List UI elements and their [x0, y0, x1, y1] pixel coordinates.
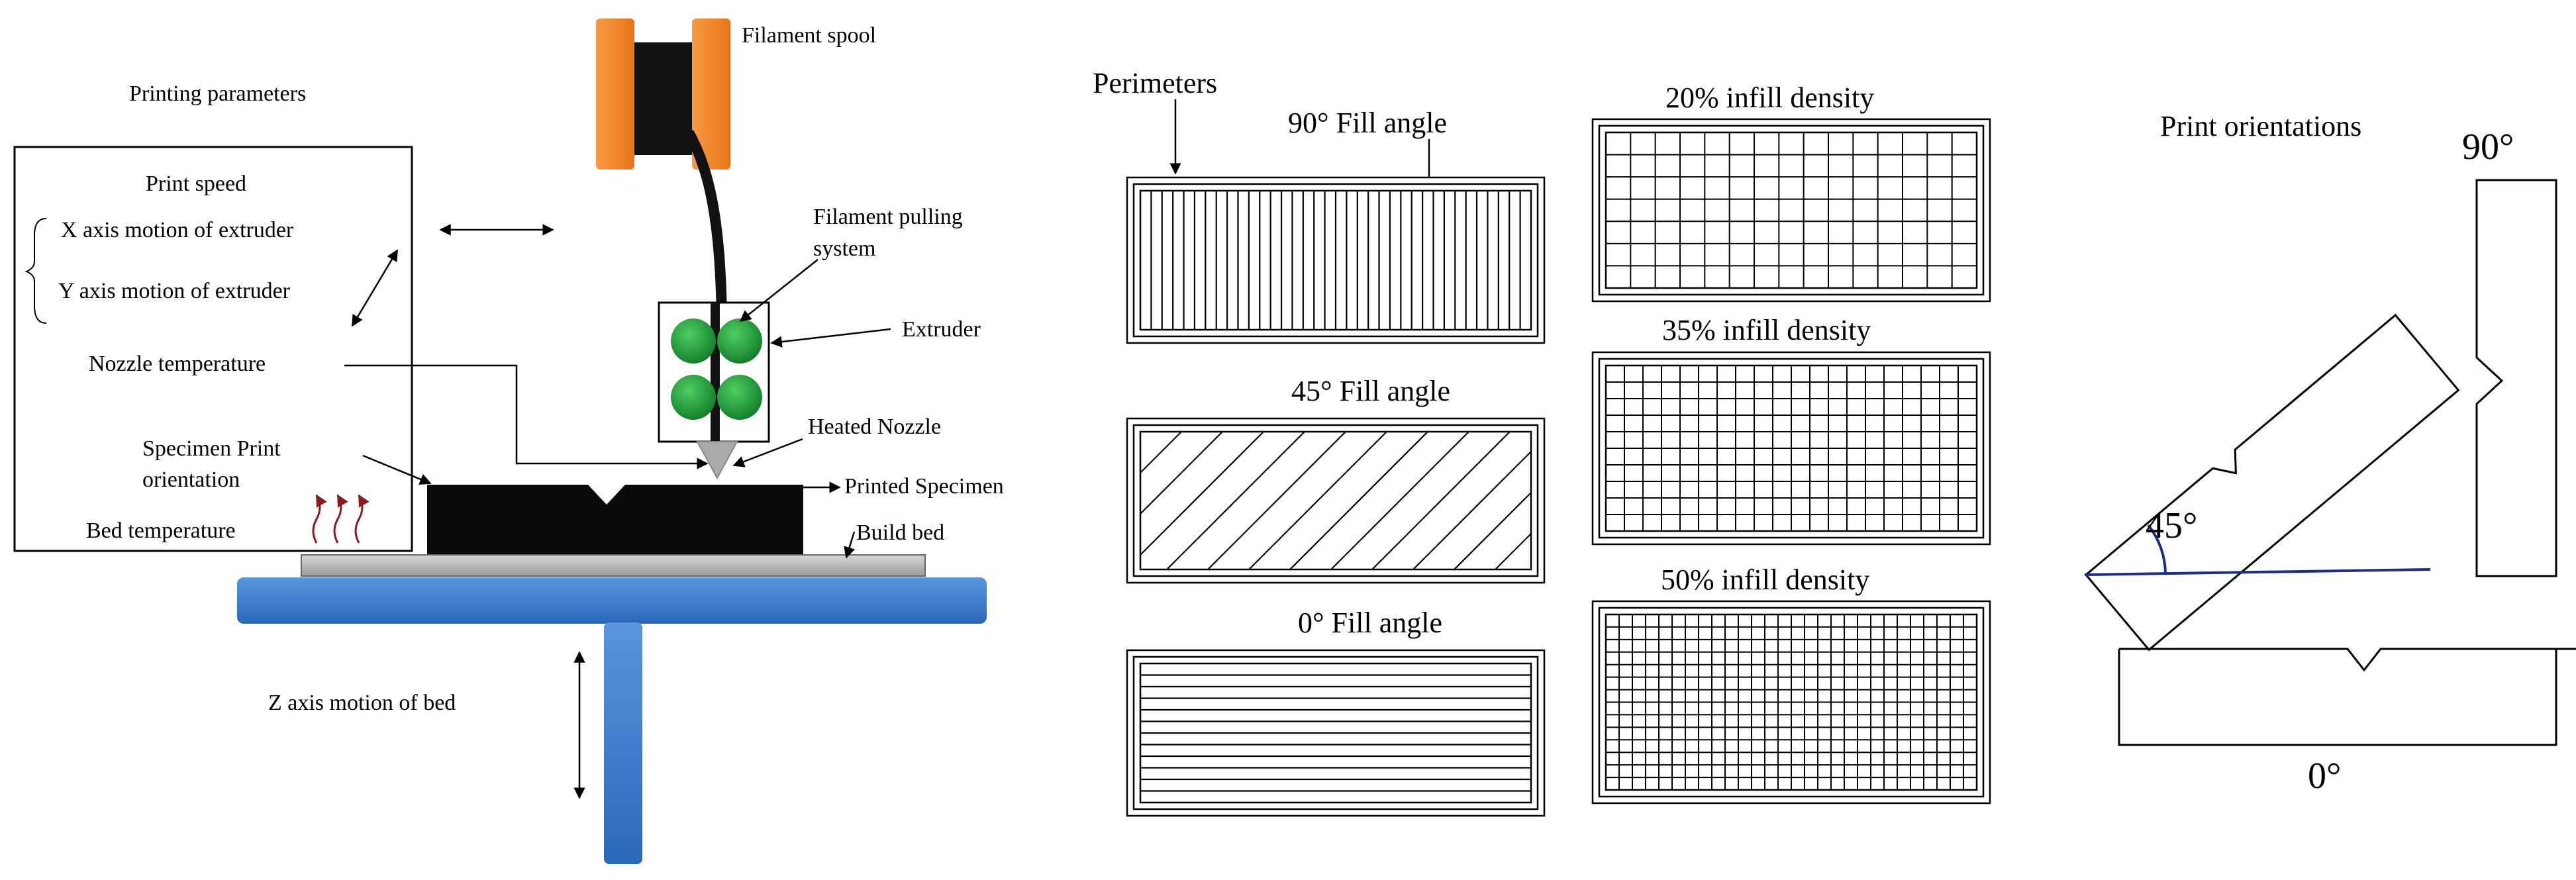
fill-45-perimeter-mid [1132, 424, 1539, 577]
fill-45-raster-line [1140, 432, 1182, 474]
print-orientation-panel: Print orientations 45° 90° 0° [2084, 110, 2576, 797]
angle-arc-45 [2147, 524, 2167, 574]
fill-0-perimeter-mid [1132, 656, 1539, 810]
perimeters-label: Perimeters [1093, 67, 1217, 99]
printing-parameters-title: Printing parameters [129, 81, 306, 106]
infill-50-perimeter-mid [1598, 607, 1985, 798]
specimen-print-label-line2: orientation [142, 467, 240, 492]
pulling-gear-bottom-left [671, 375, 716, 420]
filament-pulling-label-line2: system [813, 236, 875, 261]
y-axis-arrow [351, 249, 399, 327]
fill-45-raster-line [1371, 432, 1511, 569]
infill-35-label: 35% infill density [1662, 314, 1871, 346]
fill-45-raster-line [1289, 432, 1428, 569]
infill-density-panel: 20% infill density 35% infill density 50… [1591, 81, 1991, 805]
infill-35-perimeter-mid [1598, 358, 1985, 539]
fill-45-perimeter-outer [1126, 417, 1546, 584]
fill-45-perimeter-inner [1139, 430, 1532, 571]
fill-45-raster-line [1140, 432, 1141, 433]
filament-pulling-label-line1: Filament pulling [813, 205, 963, 229]
fill-45-raster-line [1454, 491, 1531, 569]
parameters-box [13, 146, 413, 552]
fill-45-specimen [1126, 417, 1546, 584]
extruder-arrow [770, 328, 891, 348]
build-bed-label: Build bed [856, 520, 944, 545]
extruder-label: Extruder [902, 317, 981, 342]
build-bed-arrow [844, 531, 856, 559]
fill-90-specimen [1126, 176, 1546, 344]
nozzle-temperature-label: Nozzle temperature [89, 352, 266, 376]
print-speed-label: Print speed [146, 171, 246, 196]
fill-angle-0-label: 0° Fill angle [1298, 607, 1442, 639]
pulling-gear-bottom-right [717, 375, 762, 420]
specimen-45 [2084, 313, 2460, 652]
x-axis-motion-label: X axis motion of extruder [61, 218, 294, 242]
fill-90-perimeter-mid [1132, 183, 1539, 338]
fill-0-specimen [1126, 649, 1546, 817]
fill-angle-panel: Perimeters 90° Fill angle 45° Fill angle… [1093, 67, 1546, 817]
filament-pulling-arrow [739, 259, 818, 322]
specimen-90 [2475, 179, 2557, 577]
fill-angle-45-label: 45° Fill angle [1291, 375, 1450, 407]
fill-45-raster-line [1207, 432, 1346, 569]
specimen-print-label-line1: Specimen Print [142, 436, 281, 461]
baseline-45 [2084, 568, 2431, 576]
fill-45-raster-line [1495, 532, 1531, 569]
fill-45-raster-line [1140, 432, 1264, 556]
printed-specimen-label: Printed Specimen [844, 474, 1004, 499]
infill-50-specimen [1591, 600, 1991, 805]
specimen-orientation-arrow [362, 454, 432, 485]
fill-45-raster-line [1140, 432, 1223, 515]
infill-35-specimen [1591, 351, 1991, 546]
specimen-0 [2118, 648, 2557, 746]
heated-nozzle-label: Heated Nozzle [808, 415, 941, 439]
orientation-45-label: 45° [2146, 505, 2197, 546]
nozzle-temperature-leader [344, 364, 709, 469]
fill-45-raster-line [1330, 432, 1469, 569]
infill-20-specimen [1591, 118, 1991, 303]
fill-45-raster [1140, 432, 1531, 569]
orientation-90-label: 90° [2462, 126, 2514, 168]
y-axis-motion-label: Y axis motion of extruder [58, 279, 291, 303]
bed-temperature-label: Bed temperature [86, 518, 236, 543]
fill-45-raster-line [1412, 450, 1531, 569]
infill-20-perimeter-inner [1605, 131, 1978, 289]
fill-45-raster-line [1248, 432, 1387, 569]
speed-brace [25, 218, 47, 324]
print-orientations-title: Print orientations [2160, 110, 2361, 142]
heated-nozzle [696, 441, 738, 480]
filament-spool-label: Filament spool [742, 23, 876, 48]
z-axis-motion-label: Z axis motion of bed [268, 691, 456, 715]
infill-50-label: 50% infill density [1661, 563, 1869, 596]
bed-platform [237, 577, 987, 624]
infill-20-perimeter-mid [1598, 124, 1985, 296]
specimen-0-top [2119, 648, 2576, 672]
infill-20-perimeter-outer [1591, 118, 1991, 303]
fill-45-raster-line [1166, 432, 1305, 569]
bed-column [604, 622, 642, 864]
build-bed [301, 554, 926, 577]
infill-20-label: 20% infill density [1665, 81, 1874, 114]
fill-angle-90-label: 90° Fill angle [1288, 107, 1447, 139]
printed-specimen [427, 485, 803, 555]
pulling-gear-top-left [671, 318, 716, 364]
heat-arrows [312, 494, 370, 544]
orientation-0-label: 0° [2308, 756, 2341, 797]
printer-schematic: Printing parameters Print speed X axis m… [13, 19, 1004, 864]
heated-nozzle-arrow [732, 438, 803, 467]
pulling-gear-top-right [717, 318, 762, 364]
filament-spool [596, 19, 730, 170]
